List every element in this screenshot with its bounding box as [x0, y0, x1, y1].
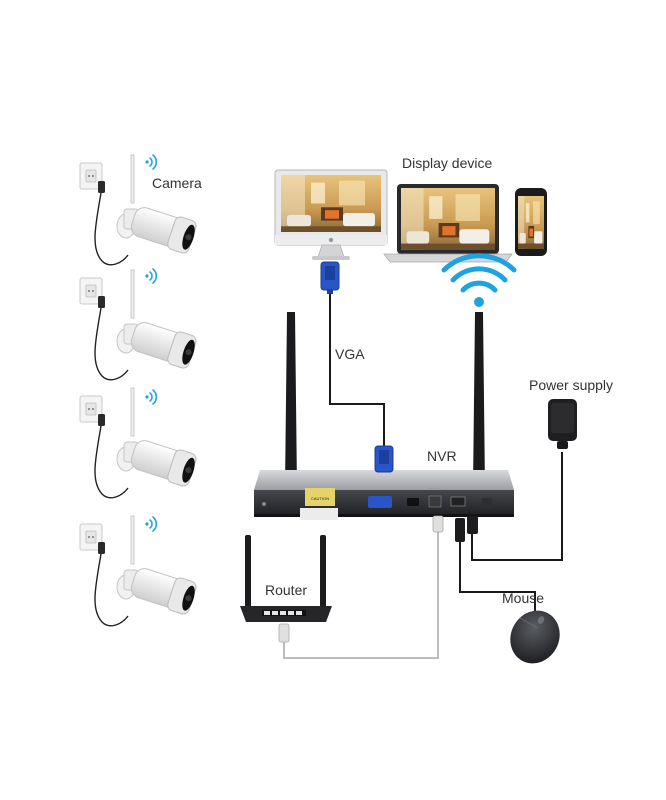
ethernet-plug-icon [278, 623, 290, 643]
mouse-icon [510, 610, 560, 664]
vga-label: VGA [335, 346, 365, 362]
wifi-icon [144, 268, 158, 284]
wifi-icon [144, 516, 158, 532]
phone-icon [515, 188, 547, 256]
antenna-icon [472, 312, 486, 496]
camera-icon [79, 387, 200, 499]
nvr-icon: CAUTION [254, 470, 514, 520]
usb-plug-icon [455, 518, 465, 542]
wifi-icon [144, 389, 158, 405]
vga-cable [329, 292, 385, 448]
router-label: Router [265, 582, 308, 598]
ethernet-cable [283, 530, 439, 659]
power-adapter-icon [548, 399, 577, 449]
monitor-icon [274, 169, 388, 260]
power-supply-label: Power supply [529, 377, 614, 393]
camera-icon [79, 515, 200, 627]
nvr-caution-label: CAUTION [311, 496, 329, 501]
wifi-icon [144, 154, 158, 170]
nvr-label: NVR [427, 448, 457, 464]
power-plug-icon [467, 516, 478, 534]
display-device-label: Display device [402, 155, 493, 171]
antenna-icon [284, 312, 298, 496]
wifi-icon [441, 253, 517, 307]
laptop-icon [383, 184, 513, 263]
ethernet-plug-icon [432, 515, 444, 533]
camera-label: Camera [152, 175, 202, 191]
vga-plug-icon [320, 261, 340, 294]
power-cable [471, 452, 563, 561]
vga-plug-icon [374, 445, 394, 473]
router-icon [240, 535, 332, 622]
camera-icon [79, 269, 200, 381]
mouse-label: Mouse [502, 590, 545, 606]
camera-icon [79, 154, 200, 266]
mouse-cable [459, 540, 536, 612]
